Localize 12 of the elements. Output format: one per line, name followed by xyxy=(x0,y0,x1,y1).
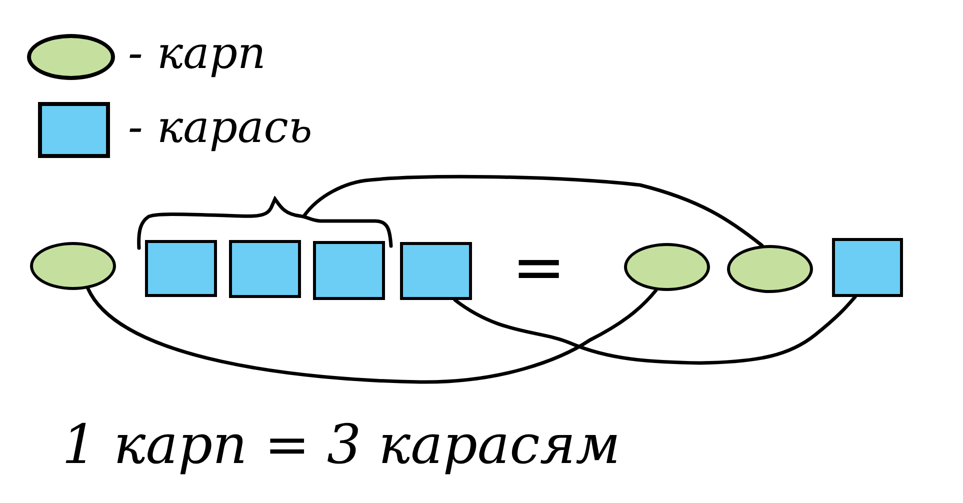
square-shape xyxy=(145,240,217,297)
curly-bracket xyxy=(136,196,394,250)
square-shape xyxy=(400,242,472,300)
equals-sign: = xyxy=(512,236,566,300)
equation-text: 1 карп = 3 карасям xyxy=(62,418,620,472)
legend-label: - карась xyxy=(128,106,312,150)
square-shape xyxy=(313,241,385,300)
square-shape xyxy=(832,238,903,297)
connector-curve xyxy=(453,295,857,365)
connector-curve xyxy=(302,174,764,248)
square-shape xyxy=(229,240,301,298)
legend-label: - карп xyxy=(128,32,266,76)
